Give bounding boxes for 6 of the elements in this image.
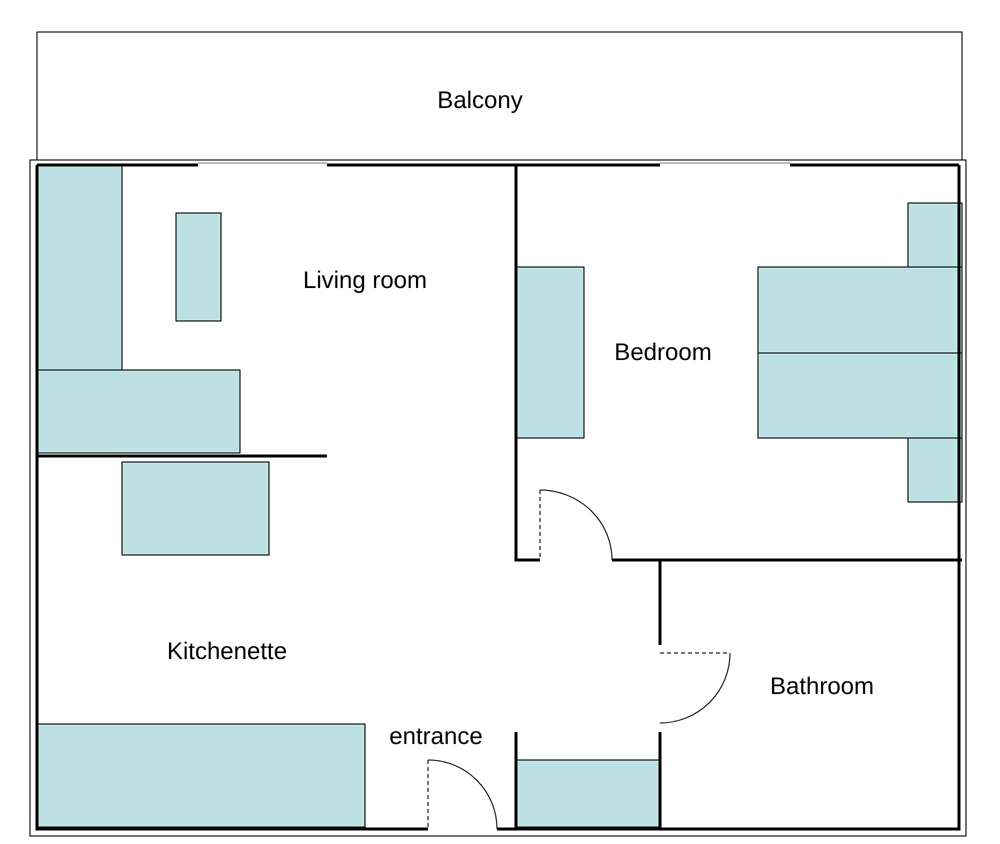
room-label: Living room [302, 267, 428, 295]
room-label: Kitchenette [166, 638, 288, 666]
entrance-label: entrance [389, 723, 483, 751]
balcony-label: Balcony [437, 87, 523, 115]
room-label: Bedroom [614, 339, 712, 367]
room-label: Bathroom [770, 673, 874, 701]
